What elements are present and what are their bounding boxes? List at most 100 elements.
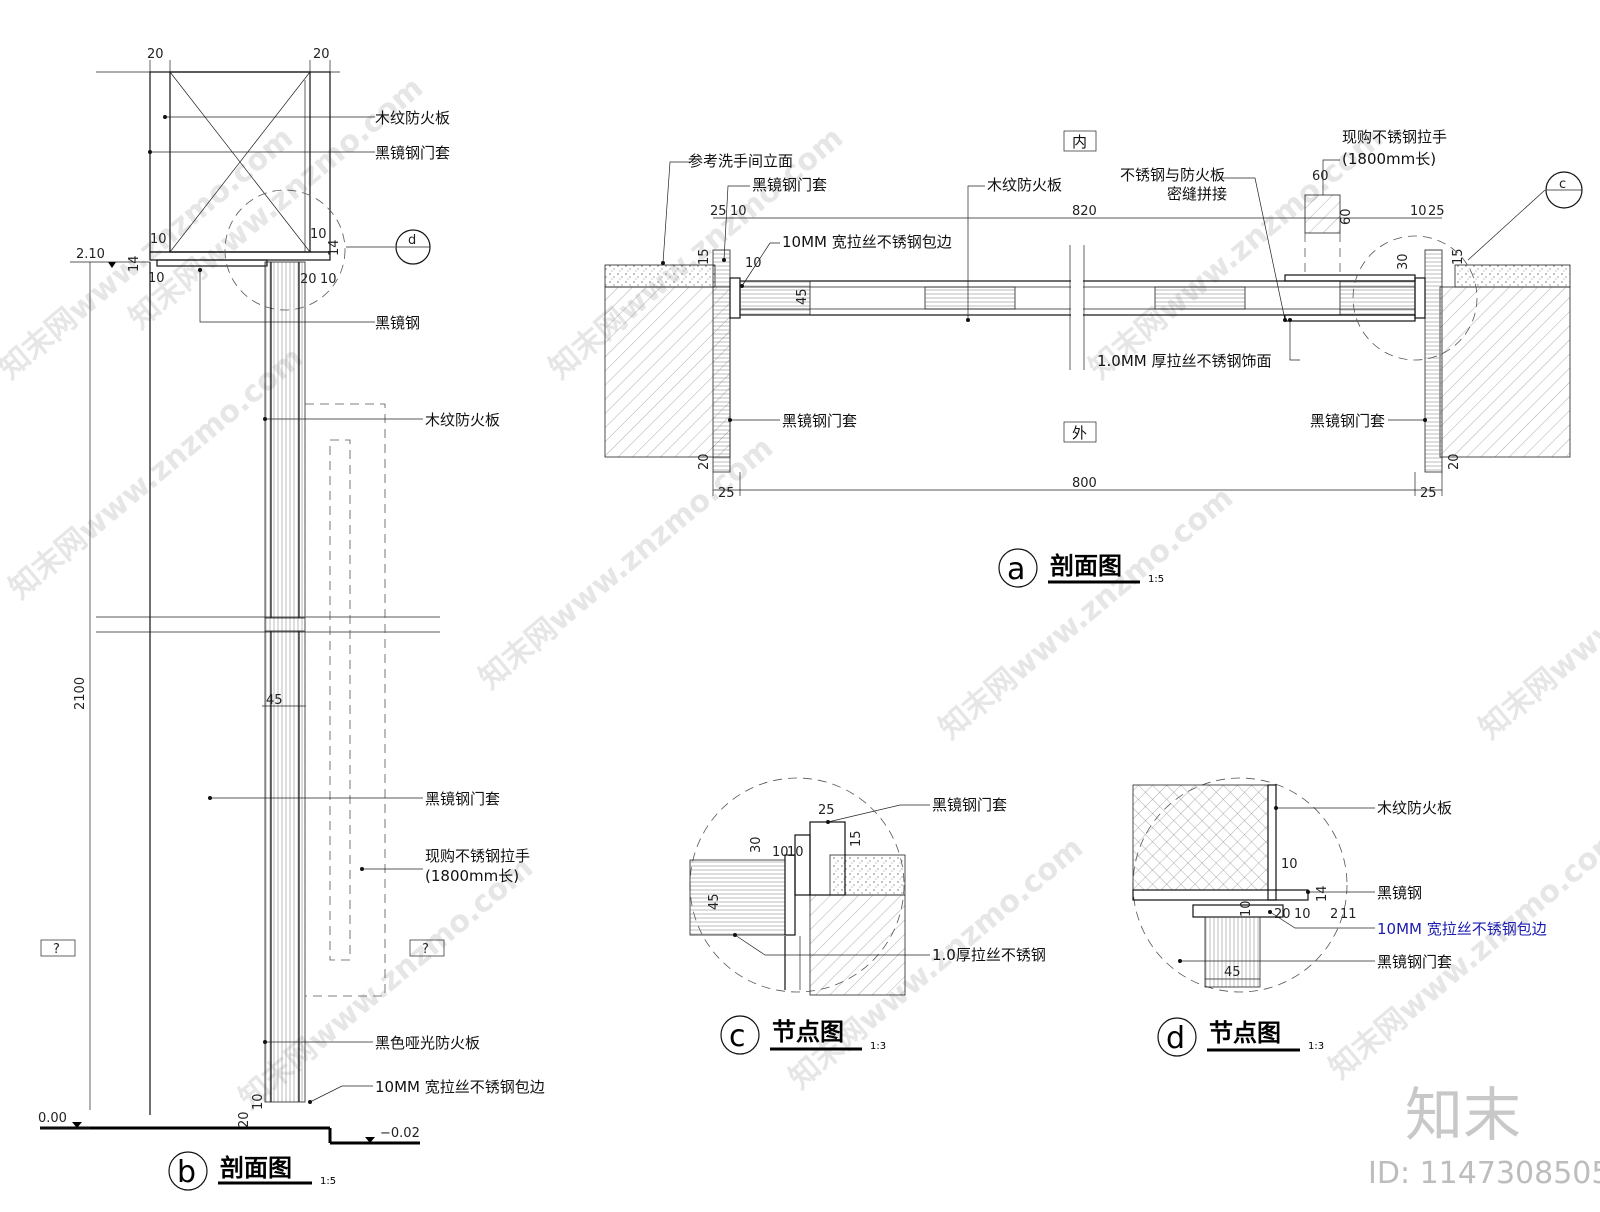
dim-label: 10: [745, 256, 762, 271]
watermark-text: 知末网www.znzmo.com: [3, 340, 310, 606]
annotation-label: 黑镜钢门套: [752, 176, 827, 194]
dim-label: 10: [1239, 900, 1254, 917]
drawing-title: 节点图: [1209, 1019, 1281, 1047]
watermark-text: 知末网www.znzmo.com: [1323, 820, 1600, 1086]
dim-label: 25: [1428, 204, 1445, 219]
annotation-label: 黑镜钢门套: [375, 144, 450, 162]
dim-label: 10: [310, 227, 327, 242]
annotation-label: 密缝拼接: [1167, 185, 1227, 203]
drawing-b: 20 20 d 2.10 10 10 14 10 14 20 10 2100: [38, 47, 545, 1191]
dim-label: 10: [730, 204, 747, 219]
drawing-letter: b: [177, 1155, 196, 1190]
dim-label: 45: [707, 893, 722, 910]
dim-label: 14: [1315, 885, 1330, 902]
annotation-label: 10MM 宽拉丝不锈钢包边: [1377, 920, 1547, 938]
drawing-title: 节点图: [772, 1018, 844, 1046]
watermark-text: 知末网www.znzmo.com: [473, 430, 780, 696]
dim-label: 10: [1281, 857, 1298, 872]
annotation-label: 参考洗手间立面: [688, 152, 793, 170]
drawing-a: 60 60 内 外 820 25 10 10 25 15 10 45 15 30…: [604, 128, 1583, 588]
annotation-label: 木纹防火板: [375, 109, 450, 127]
annotation-label: 黑色哑光防火板: [375, 1034, 480, 1052]
dim-label: 10: [1410, 204, 1427, 219]
watermark-text: 知末网www.znzmo.com: [933, 480, 1240, 746]
dim-label: 800: [1072, 476, 1097, 491]
dim-label: 10: [1294, 907, 1311, 922]
annotation-label: 10MM 宽拉丝不锈钢包边: [375, 1078, 545, 1096]
drawing-scale: 1:3: [870, 1041, 886, 1052]
drawing-title: 剖面图: [1050, 552, 1122, 580]
watermark-id: ID: 1147308505: [1368, 1156, 1600, 1191]
annotation-label: 黑镜钢门套: [1310, 412, 1385, 430]
dim-label: 25: [818, 803, 835, 818]
dim-label: 2100: [73, 677, 88, 710]
drawing-letter: a: [1007, 552, 1025, 587]
dim-label: 15: [1451, 248, 1466, 265]
detail-ref-c: c: [1559, 177, 1566, 192]
detail-ref-d: d: [408, 233, 416, 248]
watermark-text: 知末网www.znzmo.com: [1473, 480, 1600, 746]
annotation-label: 现购不锈钢拉手: [1342, 128, 1447, 146]
dim-label: 10: [150, 232, 167, 247]
drawing-d: 10 14 2 11 20 10 10 45 木纹防火板 黑镜钢 10MM 宽拉…: [1132, 777, 1547, 1057]
dim-label: 14: [327, 239, 342, 256]
dim-label: 15: [697, 248, 712, 265]
dim-label: 25: [710, 204, 727, 219]
dim-label: 45: [266, 693, 283, 708]
annotation-label: 不锈钢与防火板: [1120, 166, 1225, 184]
dim-label: 45: [1224, 965, 1241, 980]
level-label: 2.10: [76, 247, 105, 262]
dim-label: 45: [795, 288, 810, 305]
dim-label: 20: [1447, 453, 1462, 470]
annotation-label: 黑镜钢门套: [932, 796, 1007, 814]
annotation-label: 黑镜钢: [375, 314, 420, 332]
dim-label: 15: [849, 830, 864, 847]
dim-label: 60: [1339, 208, 1354, 225]
annotation-label: 木纹防火板: [987, 176, 1062, 194]
dim-label: 20: [313, 47, 330, 62]
dim-label: 20: [147, 47, 164, 62]
dim-label: 10: [320, 272, 337, 287]
dim-label: 11: [1340, 907, 1357, 922]
drawing-letter: c: [729, 1019, 746, 1054]
annotation-label: 1.0厚拉丝不锈钢: [932, 946, 1046, 964]
drawing-scale: 1:5: [320, 1176, 336, 1187]
drawing-letter: d: [1166, 1021, 1185, 1056]
drawing-scale: 1:5: [1148, 574, 1164, 585]
dim-label: 25: [718, 486, 735, 501]
annotation-label: 10MM 宽拉丝不锈钢包边: [782, 233, 952, 251]
dim-label: 2: [1330, 907, 1338, 922]
annotation-label: (1800mm长): [1342, 150, 1436, 168]
annotation-label: 木纹防火板: [425, 411, 500, 429]
dim-label: 10: [148, 271, 165, 286]
level-label: −0.02: [380, 1126, 420, 1141]
dim-label: 20: [237, 1111, 252, 1128]
annotation-label: (1800mm长): [425, 867, 519, 885]
dim-label: 25: [1420, 486, 1437, 501]
drawing-title: 剖面图: [220, 1154, 292, 1182]
dim-label: 10: [787, 845, 804, 860]
annotation-label: 木纹防火板: [1377, 799, 1452, 817]
dim-label: 820: [1072, 204, 1097, 219]
level-label: 0.00: [38, 1111, 67, 1126]
dim-label: 20: [1274, 907, 1291, 922]
drawing-scale: 1:3: [1308, 1041, 1324, 1052]
annotation-label: 黑镜钢门套: [1377, 953, 1452, 971]
dim-label: 20: [697, 453, 712, 470]
inside-tag: 内: [1072, 133, 1087, 151]
outside-tag: 外: [1072, 424, 1087, 442]
watermark-logo: 知末: [1405, 1081, 1521, 1149]
drawing-c: 25 30 10 10 15 45 黑镜钢门套 1.0厚拉丝不锈钢 c 节点图 …: [689, 777, 1046, 1055]
annotation-label: 黑镜钢: [1377, 884, 1422, 902]
dim-label: 30: [1396, 253, 1411, 270]
dim-label: 60: [1312, 169, 1329, 184]
annotation-label: 现购不锈钢拉手: [425, 847, 530, 865]
dim-label: 30: [749, 836, 764, 853]
unknown-tag: ?: [422, 942, 429, 957]
annotation-label: 1.0MM 厚拉丝不锈钢饰面: [1097, 352, 1272, 370]
dim-label: 10: [251, 1093, 266, 1110]
dim-label: 10: [772, 845, 789, 860]
annotation-label: 黑镜钢门套: [782, 412, 857, 430]
dim-label: 14: [127, 255, 142, 272]
